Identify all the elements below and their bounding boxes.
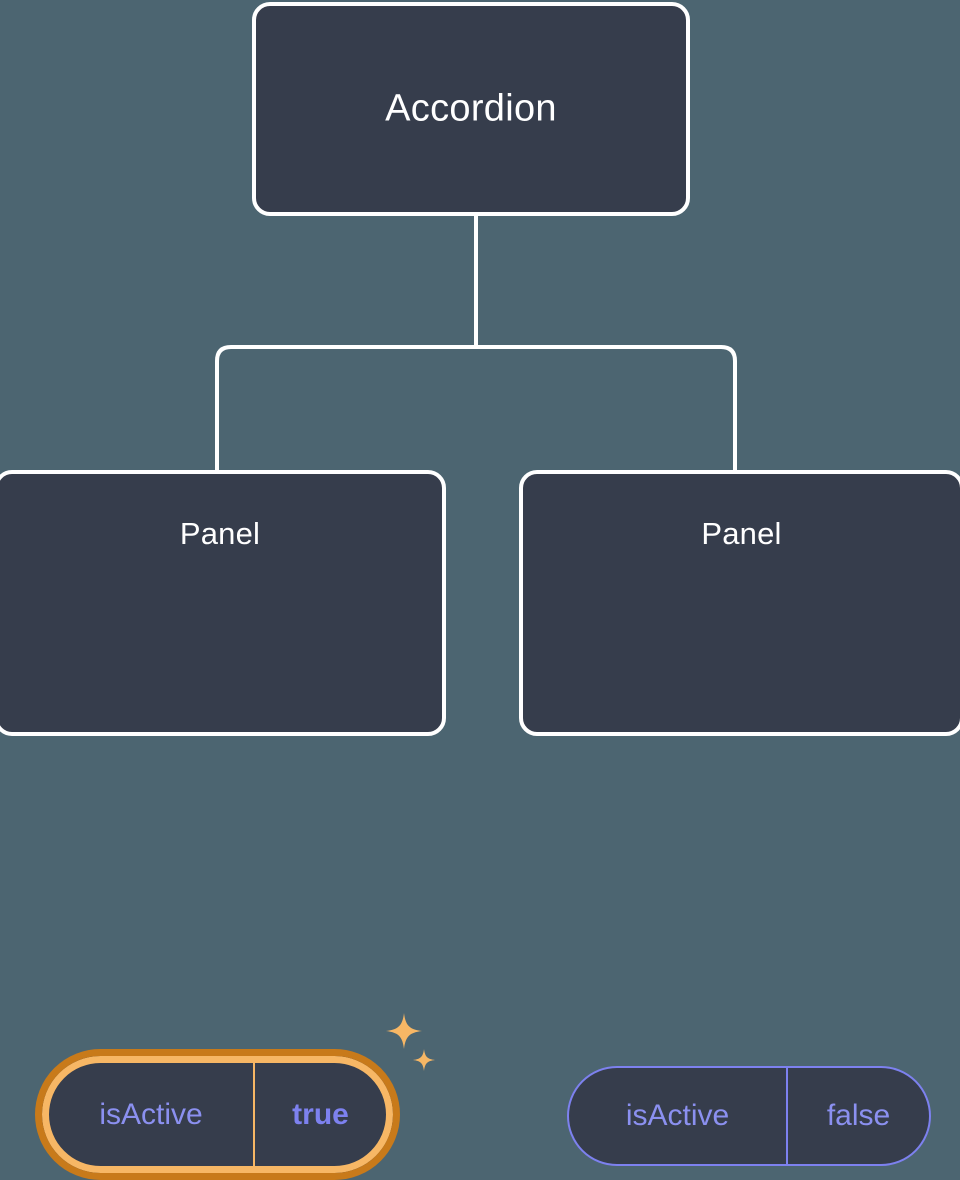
prop-value: true [292, 1097, 349, 1131]
node-accordion[interactable]: Accordion [252, 2, 690, 216]
node-panel-active-label: Panel [179, 516, 261, 551]
node-panel-active[interactable]: Panel isActive true [0, 470, 446, 1180]
edge-child-bracket [215, 345, 737, 472]
sparkle-group [386, 1013, 435, 1071]
node-accordion-label: Accordion [385, 87, 557, 130]
sparkle-large-icon [386, 1013, 422, 1049]
node-panel-inactive[interactable]: Panel isActive false [519, 470, 960, 1166]
prop-badge-isactive-true[interactable]: isActive true [35, 1049, 400, 1180]
prop-key: isActive [569, 1068, 788, 1164]
prop-badge-isactive-false[interactable]: isActive false [567, 1066, 931, 1166]
prop-badge-inner: isActive true [49, 1063, 386, 1166]
sparkle-small-icon [413, 1049, 435, 1071]
prop-key: isActive [49, 1063, 255, 1166]
node-panel-inactive-label: Panel [701, 516, 782, 551]
prop-value: false [826, 1099, 891, 1132]
